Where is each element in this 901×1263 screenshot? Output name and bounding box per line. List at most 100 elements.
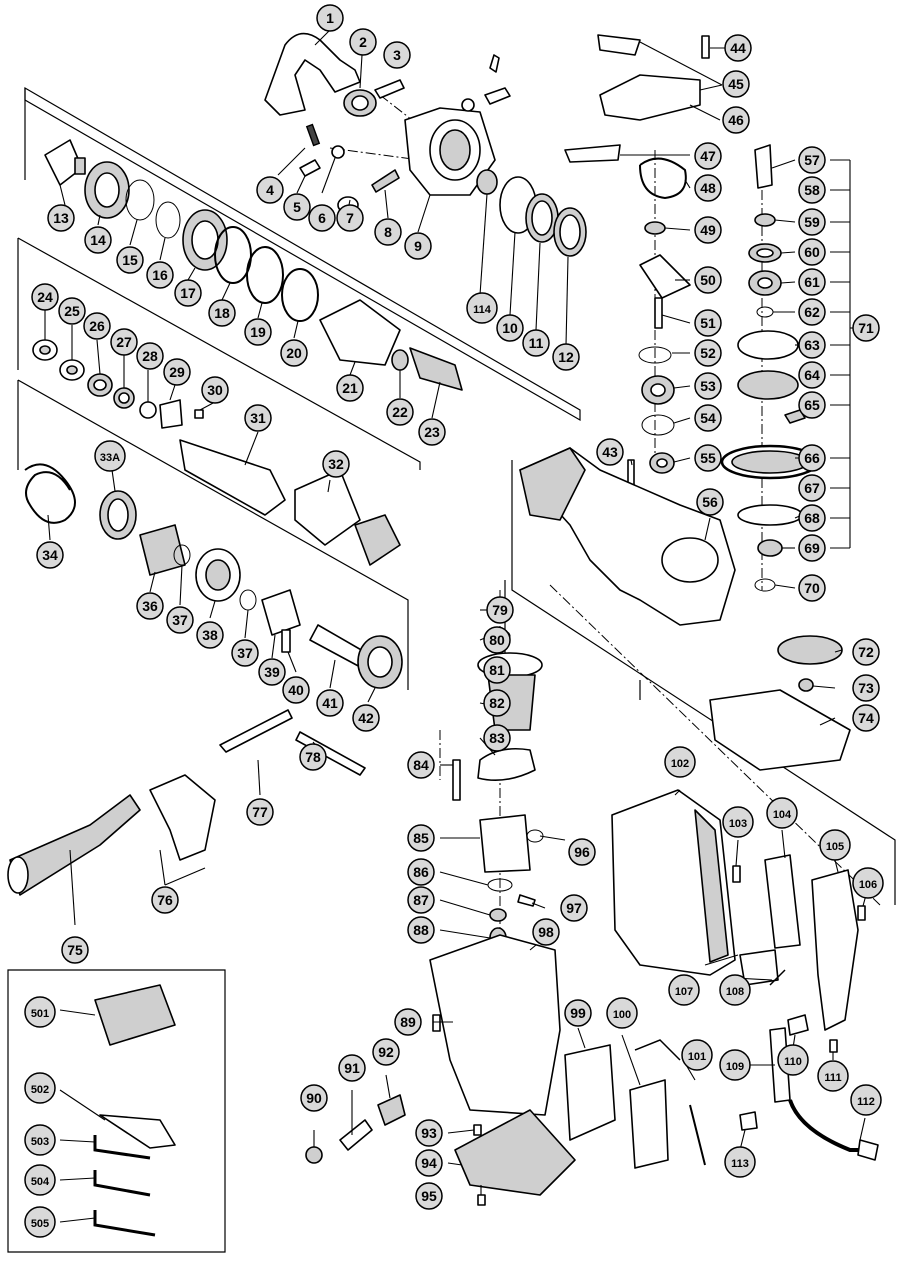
part-label-bubble: [196, 621, 224, 649]
part-label-text: 76: [157, 892, 173, 908]
part-label-text: 44: [730, 40, 746, 56]
part-label-bubble: [532, 918, 560, 946]
part-label-bubble: [522, 329, 550, 357]
part-label-text: 62: [804, 304, 820, 320]
part-label-text: 107: [675, 986, 693, 998]
part-label-text: 103: [729, 818, 747, 830]
part-label-bubble: [696, 488, 724, 516]
part-label-bubble: [316, 689, 344, 717]
part-label-107: 107: [668, 974, 700, 1006]
part-label-bubble: [83, 312, 111, 340]
part-label-55: 55: [694, 444, 722, 472]
part-label-60: 60: [798, 238, 826, 266]
part-label-28: 28: [136, 342, 164, 370]
part-label-bubble: [766, 797, 798, 829]
part-label-bubble: [31, 283, 59, 311]
part-label-44: 44: [724, 34, 752, 62]
part-label-76: 76: [151, 886, 179, 914]
part-label-87: 87: [407, 886, 435, 914]
part-label-text: 113: [731, 1158, 749, 1170]
part-label-text: 41: [322, 695, 338, 711]
part-label-26: 26: [83, 312, 111, 340]
part-label-2: 2: [349, 28, 377, 56]
part-label-text: 74: [858, 710, 874, 726]
part-label-text: 88: [413, 922, 429, 938]
part-label-4: 4: [256, 176, 284, 204]
part-label-bubble: [496, 314, 524, 342]
part-label-text: 93: [421, 1125, 437, 1141]
part-label-text: 38: [202, 627, 218, 643]
part-label-text: 1: [326, 10, 334, 26]
part-label-text: 95: [421, 1188, 437, 1204]
part-label-text: 92: [378, 1044, 394, 1060]
part-label-bubble: [201, 376, 229, 404]
part-label-text: 17: [180, 285, 196, 301]
part-label-text: 97: [566, 900, 582, 916]
part-label-bubble: [852, 674, 880, 702]
part-label-bubble: [681, 1039, 713, 1071]
part-label-bubble: [246, 798, 274, 826]
part-label-33a: 33A: [94, 440, 126, 472]
part-label-text: 34: [42, 547, 58, 563]
part-label-bubble: [798, 391, 826, 419]
part-label-30: 30: [201, 376, 229, 404]
part-label-text: 9: [414, 238, 422, 254]
part-label-66: 66: [798, 444, 826, 472]
part-label-text: 71: [858, 320, 874, 336]
part-label-50: 50: [694, 266, 722, 294]
part-label-bubble: [136, 342, 164, 370]
part-label-bubble: [798, 444, 826, 472]
part-label-text: 85: [413, 830, 429, 846]
part-label-text: 12: [558, 349, 574, 365]
part-label-text: 72: [858, 644, 874, 660]
part-label-31: 31: [244, 404, 272, 432]
part-shapes: [7, 32, 879, 1237]
part-label-text: 70: [804, 580, 820, 596]
part-label-text: 75: [67, 942, 83, 958]
part-label-106: 106: [852, 867, 884, 899]
part-label-5: 5: [283, 193, 311, 221]
part-label-text: 66: [804, 450, 820, 466]
part-label-79: 79: [486, 596, 514, 624]
part-label-text: 98: [538, 924, 554, 940]
part-label-72: 72: [852, 638, 880, 666]
part-label-94: 94: [415, 1149, 443, 1177]
part-label-bubble: [61, 936, 89, 964]
part-label-17: 17: [174, 279, 202, 307]
part-label-text: 111: [824, 1072, 841, 1084]
part-label-92: 92: [372, 1038, 400, 1066]
part-label-text: 51: [700, 315, 716, 331]
part-label-16: 16: [146, 261, 174, 289]
part-label-19: 19: [244, 318, 272, 346]
part-label-9: 9: [404, 232, 432, 260]
part-label-71: 71: [852, 314, 880, 342]
part-label-text: 101: [688, 1051, 706, 1063]
part-label-text: 45: [728, 76, 744, 92]
part-label-91: 91: [338, 1054, 366, 1082]
part-label-bubble: [94, 440, 126, 472]
part-label-bubble: [24, 1124, 56, 1156]
part-label-67: 67: [798, 474, 826, 502]
part-label-bubble: [694, 174, 722, 202]
part-label-37: 37: [231, 639, 259, 667]
part-label-36: 36: [136, 592, 164, 620]
part-label-103: 103: [722, 806, 754, 838]
part-label-3: 3: [383, 41, 411, 69]
part-label-text: 108: [726, 986, 744, 998]
part-label-bubble: [694, 372, 722, 400]
part-label-54: 54: [694, 404, 722, 432]
part-label-text: 23: [424, 424, 440, 440]
part-label-bubble: [308, 204, 336, 232]
part-label-21: 21: [336, 374, 364, 402]
part-label-text: 13: [53, 210, 69, 226]
part-label-bubble: [174, 279, 202, 307]
part-label-bubble: [568, 838, 596, 866]
part-label-text: 64: [804, 367, 820, 383]
part-label-80: 80: [483, 626, 511, 654]
part-label-110: 110: [777, 1044, 809, 1076]
part-label-text: 61: [804, 274, 820, 290]
part-label-102: 102: [664, 746, 696, 778]
part-label-text: 109: [726, 1061, 744, 1073]
part-label-text: 21: [342, 380, 358, 396]
part-label-text: 99: [570, 1005, 586, 1021]
